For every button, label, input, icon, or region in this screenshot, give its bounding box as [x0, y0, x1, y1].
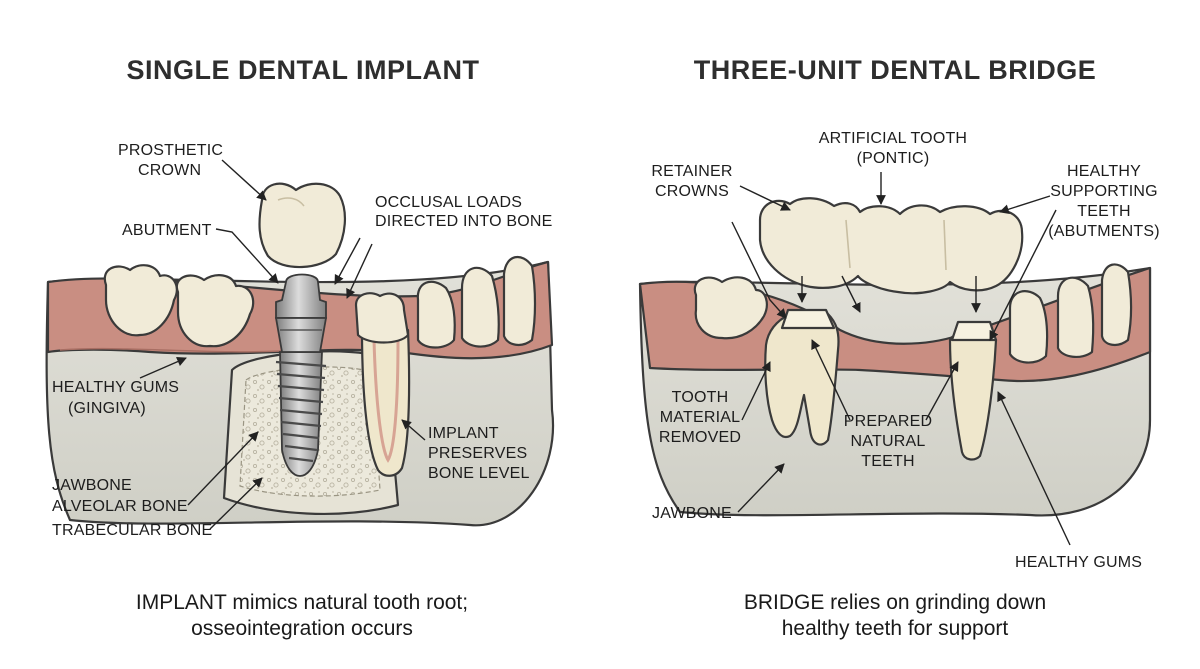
- label-teeth-upper: TEETH: [1077, 203, 1130, 220]
- implant-title: SINGLE DENTAL IMPLANT: [127, 55, 480, 85]
- label-healthy-gums: HEALTHY GUMS: [52, 379, 179, 396]
- label-natural: NATURAL: [851, 433, 926, 450]
- label-implant: IMPLANT: [428, 425, 499, 442]
- label-occlusal-loads: OCCLUSAL LOADS: [375, 194, 522, 211]
- label-supporting: SUPPORTING: [1050, 183, 1158, 200]
- prosthetic-crown: [258, 182, 346, 269]
- implant-panel: SINGLE DENTAL IMPLANT: [45, 55, 555, 640]
- label-material: MATERIAL: [660, 409, 740, 426]
- three-unit-bridge: [758, 197, 1024, 295]
- label-tooth: TOOTH: [672, 389, 729, 406]
- label-jawbone-left: JAWBONE: [52, 477, 132, 494]
- abutment: [274, 273, 328, 353]
- implant-side-molars: [103, 256, 537, 349]
- label-abutment: ABUTMENT: [122, 222, 212, 239]
- bridge-side-front-teeth: [1008, 263, 1133, 364]
- label-teeth-lower: TEETH: [861, 453, 914, 470]
- label-preserves: PRESERVES: [428, 445, 527, 462]
- bridge-title: THREE-UNIT DENTAL BRIDGE: [694, 55, 1097, 85]
- label-prepared: PREPARED: [844, 413, 932, 430]
- label-retainer: RETAINER: [651, 163, 732, 180]
- label-alveolar-bone: ALVEOLAR BONE: [52, 498, 188, 515]
- bridge-caption-line-1: BRIDGE relies on grinding down: [744, 591, 1046, 614]
- label-trabecular-bone: TRABECULAR BONE: [52, 522, 212, 539]
- label-crown: CROWN: [138, 162, 201, 179]
- implant-caption-line-1: IMPLANT mimics natural tooth root;: [136, 591, 468, 614]
- bridge-caption-line-2: healthy teeth for support: [782, 617, 1009, 640]
- bridge-panel: THREE-UNIT DENTAL BRIDGE: [638, 55, 1160, 640]
- label-prosthetic: PROSTHETIC: [118, 142, 223, 159]
- label-pontic: (PONTIC): [857, 150, 930, 167]
- implant-fixture: [275, 351, 327, 477]
- prepared-premolar: [948, 320, 998, 461]
- bridge-side-molar: [693, 276, 768, 340]
- label-bone-level: BONE LEVEL: [428, 465, 530, 482]
- label-crowns: CROWNS: [655, 183, 729, 200]
- label-abutments: (ABUTMENTS): [1048, 223, 1160, 240]
- label-healthy: HEALTHY: [1067, 163, 1141, 180]
- label-directed-into-bone: DIRECTED INTO BONE: [375, 213, 553, 230]
- label-jawbone-right: JAWBONE: [652, 505, 732, 522]
- label-removed: REMOVED: [659, 429, 741, 446]
- label-artificial-tooth: ARTIFICIAL TOOTH: [819, 130, 967, 147]
- label-healthy-gums-right: HEALTHY GUMS: [1015, 554, 1142, 571]
- implant-caption-line-2: osseointegration occurs: [191, 617, 413, 640]
- label-gingiva: (GINGIVA): [68, 400, 146, 417]
